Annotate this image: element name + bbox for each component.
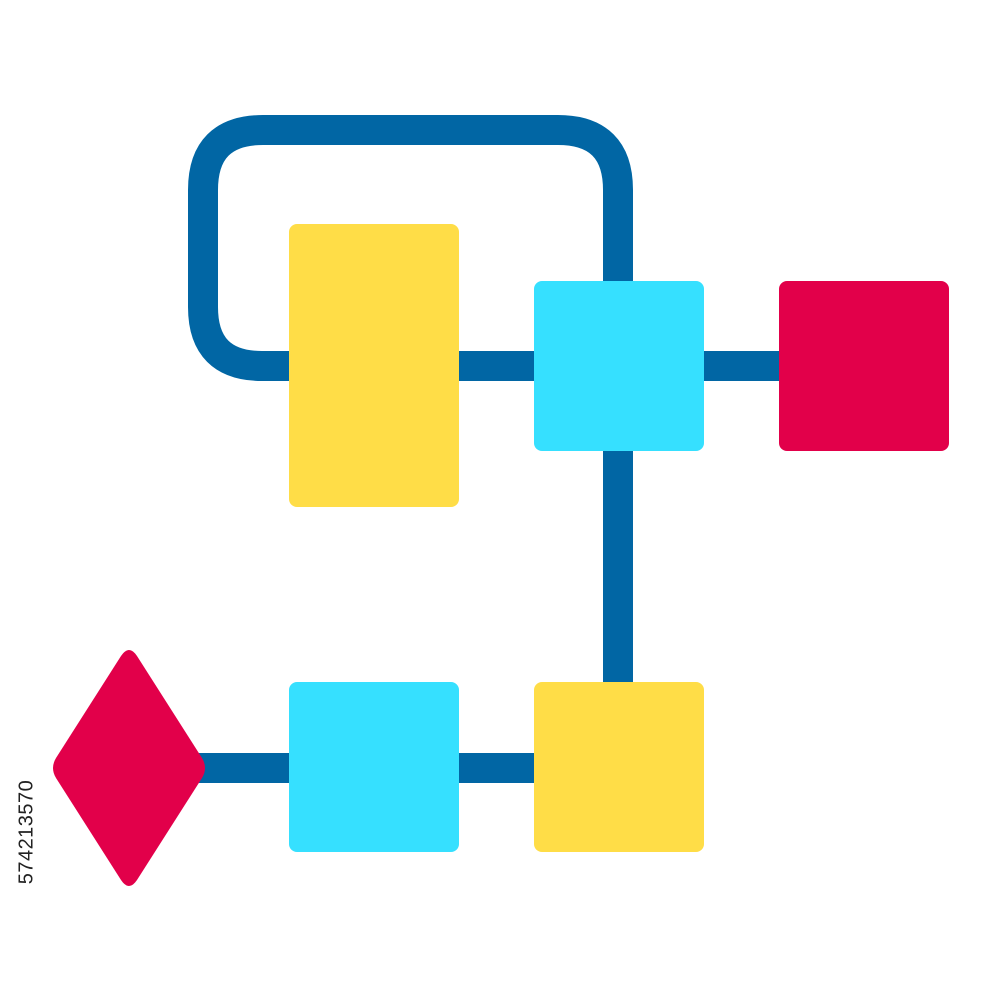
red-decision-diamond xyxy=(53,650,205,886)
loop-connector xyxy=(188,115,633,381)
yellow-bottom-process-block xyxy=(534,682,704,852)
cyan-bottom-process-block xyxy=(289,682,459,852)
cyan-top-process-block xyxy=(534,281,704,451)
red-end-block xyxy=(779,281,949,451)
process-blocks xyxy=(53,224,949,886)
image-id-text: 574213570 xyxy=(15,779,38,885)
connector-lines xyxy=(188,115,785,783)
yellow-tall-process-block xyxy=(289,224,459,507)
